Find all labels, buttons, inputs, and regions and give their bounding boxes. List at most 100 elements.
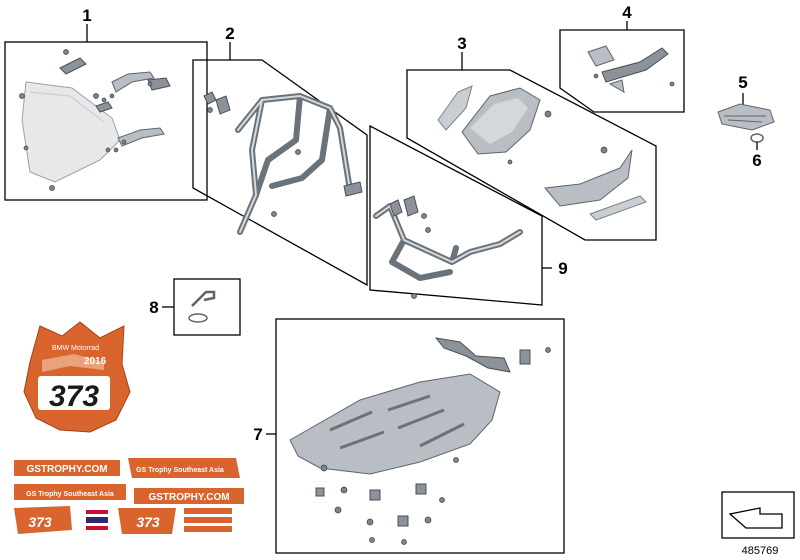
callout-2: 2 bbox=[225, 24, 234, 43]
plate-race-number: 373 bbox=[49, 380, 99, 413]
decal-text-2: GS Trophy Southeast Asia bbox=[136, 467, 224, 474]
bracket-plate bbox=[587, 45, 615, 67]
cover-highlight bbox=[470, 98, 528, 144]
reference-box: 485769 bbox=[721, 491, 795, 557]
bolt bbox=[147, 81, 153, 87]
bolt bbox=[545, 347, 551, 353]
bolt bbox=[593, 73, 599, 79]
bolt bbox=[49, 185, 55, 191]
part-frame-4 bbox=[559, 29, 685, 113]
bracket-tab bbox=[608, 79, 625, 93]
side-panel bbox=[437, 85, 473, 131]
bolt bbox=[424, 516, 432, 524]
trim-strip bbox=[589, 195, 647, 221]
spacer bbox=[389, 199, 403, 217]
decal-number-1: 373 bbox=[28, 514, 52, 530]
decal-text-3: GS Trophy Southeast Asia bbox=[26, 491, 114, 498]
mount-bracket bbox=[343, 181, 363, 197]
part-group-3: 3 bbox=[406, 34, 657, 241]
part-frame-3 bbox=[406, 69, 657, 241]
bolt bbox=[439, 497, 445, 503]
rubber-mount bbox=[369, 489, 381, 501]
bolt bbox=[507, 159, 513, 165]
decal-strip bbox=[14, 484, 126, 500]
bolt bbox=[105, 147, 111, 153]
part-frame-9 bbox=[369, 124, 543, 306]
bolt bbox=[425, 227, 431, 233]
part-frame-2 bbox=[192, 59, 368, 287]
decal-number-2: 373 bbox=[136, 514, 160, 530]
decal-strip bbox=[134, 488, 244, 504]
skid-mount-bracket bbox=[434, 337, 511, 373]
bolt bbox=[19, 93, 25, 99]
guard-bar-highlight bbox=[237, 95, 351, 233]
part-group-9: 9 bbox=[369, 124, 568, 306]
part-group-7: 7 bbox=[253, 318, 565, 554]
hand-guard-arm-bottom bbox=[117, 127, 165, 147]
reference-number: 485769 bbox=[742, 545, 779, 557]
bolt bbox=[669, 81, 675, 87]
bracket-arm bbox=[601, 47, 669, 83]
skid-plate-ribs bbox=[329, 394, 465, 450]
callout-4: 4 bbox=[622, 3, 632, 22]
part-frame-1 bbox=[4, 41, 208, 201]
flag-stripe bbox=[86, 517, 108, 523]
mount-clip-mid bbox=[95, 101, 113, 113]
part-frame-8 bbox=[173, 278, 241, 336]
bolt bbox=[121, 139, 127, 145]
part-group-8: 8 bbox=[149, 278, 241, 336]
decal-strip bbox=[14, 460, 120, 476]
bolt bbox=[295, 149, 301, 155]
bolt bbox=[101, 97, 107, 103]
bolt bbox=[63, 49, 69, 55]
flag-stripe bbox=[86, 526, 108, 530]
flag-stripe bbox=[86, 523, 108, 526]
mount-clip-top bbox=[59, 57, 87, 75]
hand-guard-arm-top bbox=[111, 71, 155, 93]
bolt bbox=[401, 539, 407, 545]
decal-number-panel bbox=[14, 506, 72, 534]
shield-edge bbox=[29, 91, 105, 123]
callout-9: 9 bbox=[558, 259, 567, 278]
reference-frame bbox=[721, 491, 795, 539]
callout-8: 8 bbox=[149, 298, 158, 317]
spacer bbox=[215, 95, 231, 115]
plate-brand: BMW Motorrad bbox=[52, 345, 99, 352]
decal-small-strip bbox=[184, 508, 232, 514]
number-plate: BMW Motorrad 2016 373 bbox=[23, 321, 131, 433]
decal-text-1: GSTROPHY.COM bbox=[26, 464, 107, 475]
decal-text-4: GSTROPHY.COM bbox=[148, 492, 229, 503]
callout-7: 7 bbox=[253, 425, 262, 444]
callout-3: 3 bbox=[457, 34, 466, 53]
decal-sheet: GSTROPHY.COM GS Trophy Southeast Asia GS… bbox=[14, 458, 244, 534]
bolt bbox=[340, 486, 348, 494]
callout-1: 1 bbox=[82, 6, 91, 25]
skid-plate bbox=[289, 373, 501, 475]
flag-decal bbox=[86, 510, 108, 530]
spacer bbox=[203, 91, 217, 105]
plate-map-graphic bbox=[42, 354, 104, 372]
hand-guard-tip-top bbox=[147, 77, 171, 91]
flag-stripe bbox=[86, 514, 108, 517]
rubber-mount bbox=[397, 515, 409, 527]
deflector-shield bbox=[21, 81, 121, 183]
footpeg bbox=[717, 103, 775, 131]
bolt bbox=[93, 93, 99, 99]
lower-panel bbox=[544, 149, 633, 207]
callout-6: 6 bbox=[752, 151, 761, 170]
part-group-1: 1 bbox=[4, 6, 208, 201]
part-frame-7 bbox=[275, 318, 565, 554]
rubber-mount bbox=[415, 483, 427, 495]
spacer bbox=[403, 195, 419, 217]
bolt bbox=[113, 147, 119, 153]
plate-number-field bbox=[38, 376, 110, 410]
bolt bbox=[271, 211, 277, 217]
bolt bbox=[207, 107, 213, 113]
decal-number-panel bbox=[118, 508, 176, 534]
decal-small-strip bbox=[184, 517, 232, 523]
bolt bbox=[544, 110, 552, 118]
decal-small-strip bbox=[184, 526, 232, 532]
guard-bar-tube-9 bbox=[373, 203, 523, 281]
